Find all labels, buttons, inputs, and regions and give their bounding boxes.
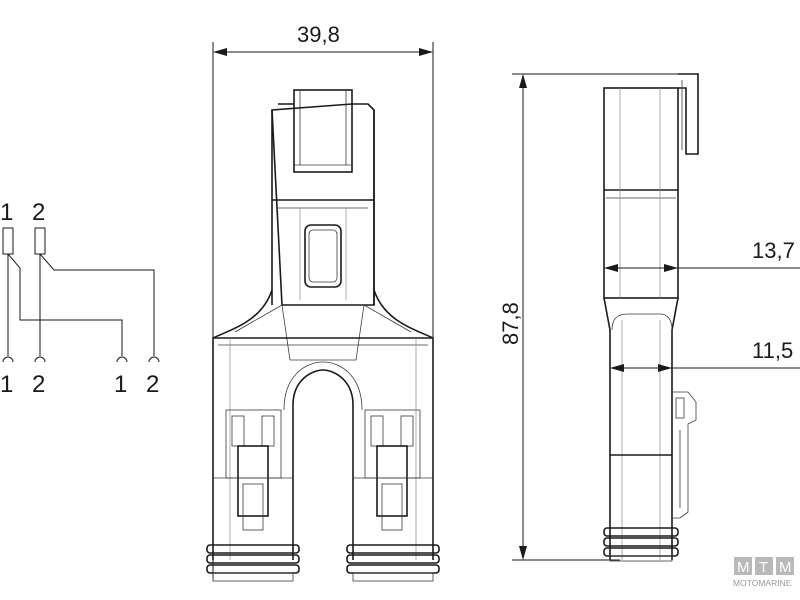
front-view: 39,8 xyxy=(206,22,440,582)
input-socket-window xyxy=(304,224,342,288)
top-latch-tab xyxy=(293,89,353,173)
side-lower-body xyxy=(603,297,679,560)
side-seal-rings xyxy=(603,527,679,562)
output-pin-2a-label: 2 xyxy=(32,371,45,398)
side-latch-tab xyxy=(678,73,699,155)
input-pin-2-label: 2 xyxy=(32,199,45,226)
motomarine-watermark: M T M MOTOMARINE xyxy=(733,557,794,588)
output-pin-2b-label: 2 xyxy=(146,371,159,398)
output-terminal-1a xyxy=(2,356,14,363)
depth-upper-dimension-label: 13,7 xyxy=(752,238,795,263)
wire-1-to-output-1b xyxy=(7,253,123,356)
leg-arch xyxy=(292,369,354,560)
input-pin-2-contact xyxy=(34,227,46,255)
right-output-latch xyxy=(364,409,421,531)
side-view: 87,8 13,7 xyxy=(498,73,800,562)
side-upper-body xyxy=(603,87,679,299)
depth-lower-dimension-label: 11,5 xyxy=(752,338,793,363)
left-seal-rings xyxy=(206,544,300,582)
wiring-schematic: 1 2 1 2 1 2 xyxy=(0,199,160,398)
output-pin-1a-label: 1 xyxy=(0,371,13,398)
left-output-latch xyxy=(225,409,282,531)
watermark-brand: MOTOMARINE xyxy=(733,578,792,588)
width-dimension-label: 39,8 xyxy=(297,22,340,47)
watermark-letter-m1: M xyxy=(737,559,750,576)
input-pin-1-label: 1 xyxy=(0,199,13,226)
output-terminal-2a xyxy=(34,356,46,363)
output-pin-1b-label: 1 xyxy=(114,371,127,398)
output-terminal-1b xyxy=(116,356,128,363)
wire-2-to-output-2b xyxy=(39,253,155,356)
side-latch-clip xyxy=(672,391,697,519)
right-seal-rings xyxy=(346,544,440,582)
output-terminal-2b xyxy=(148,356,160,363)
watermark-letter-m2: M xyxy=(779,559,792,576)
height-dimension-label: 87,8 xyxy=(498,302,523,345)
body-shoulder xyxy=(212,289,434,560)
watermark-letter-t: T xyxy=(759,559,768,576)
input-socket-body xyxy=(271,103,375,306)
input-pin-1-contact xyxy=(2,227,14,255)
